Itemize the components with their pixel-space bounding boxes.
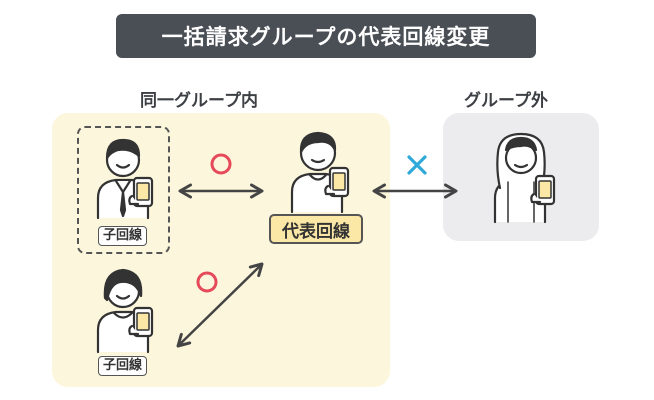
tag-representative-line: 代表回線 (269, 214, 363, 244)
title-text: 一括請求グループの代表回線変更 (161, 25, 491, 49)
person-outside-icon (493, 132, 556, 224)
ng-mark-icon (407, 155, 427, 175)
tag-child-line-top: 子回線 (98, 226, 148, 246)
person-representative-icon (290, 131, 350, 214)
arrow-child-bottom-to-representative (176, 262, 264, 348)
tag-child-line-bottom: 子回線 (98, 356, 148, 376)
ok-mark-icon-diagonal (196, 271, 218, 293)
person-child-bottom-icon (96, 268, 154, 354)
group-outside-label: グループ外 (464, 91, 548, 111)
child-line-selection-box (77, 126, 170, 254)
group-inside-label: 同一グループ内 (140, 91, 258, 111)
title-banner: 一括請求グループの代表回線変更 (116, 14, 536, 58)
person-child-top-icon (96, 138, 154, 220)
ok-mark-icon-top (210, 153, 232, 175)
